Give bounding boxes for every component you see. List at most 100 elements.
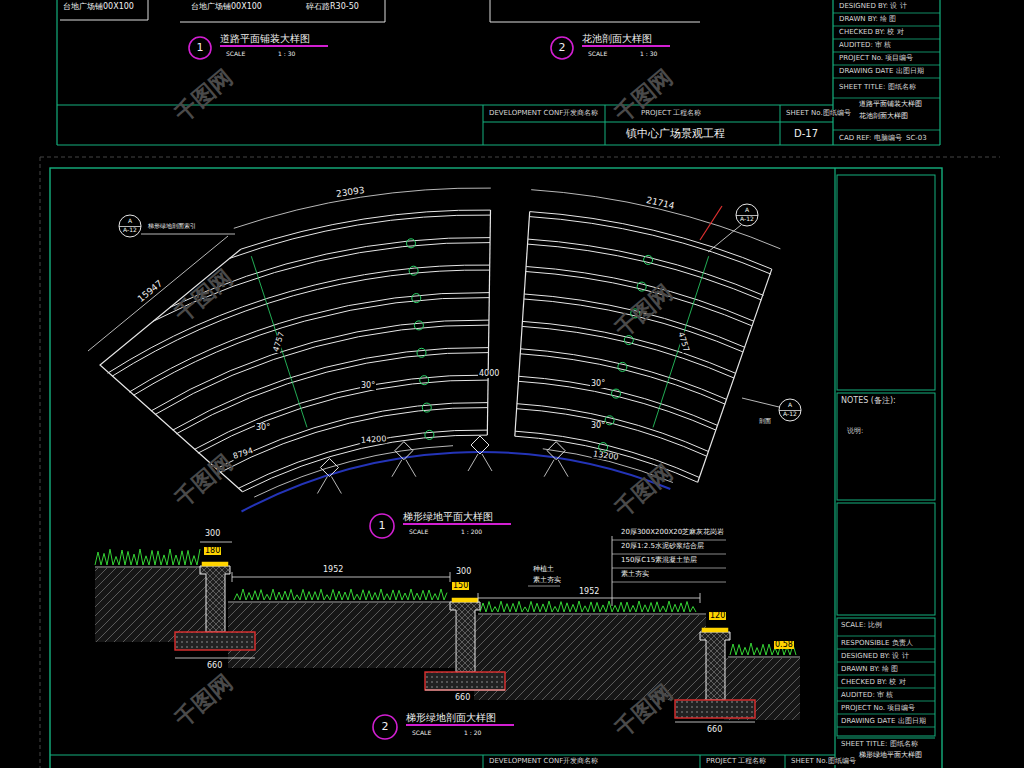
detail-title: 梯形绿地剖面大样图	[406, 713, 514, 726]
detail-number: 2	[372, 714, 398, 740]
leader-line	[612, 540, 726, 541]
title-block-text: DRAWING DATE 出图日期	[838, 68, 925, 75]
title-block-text: PROJECT 工程名称	[640, 110, 702, 117]
title-block-cell	[837, 618, 935, 736]
shrub-symbol	[612, 389, 621, 398]
watermark: 千图网	[611, 66, 677, 127]
scale-text: SCALE	[409, 529, 428, 535]
frame-line	[700, 755, 701, 768]
annotation-text: 30°	[255, 424, 271, 432]
title-block-text: DRAWN BY: 绘 图	[840, 666, 899, 673]
title-block-text: 说明:	[846, 428, 864, 435]
section-callout	[736, 204, 758, 226]
shrub-symbol	[644, 255, 653, 264]
frame-line	[837, 662, 935, 663]
annotation-text: 20厚1:2.5水泥砂浆结合层	[620, 543, 705, 550]
frame-line	[56, 0, 57, 145]
callout-text: A	[127, 218, 133, 224]
frame-line	[832, 0, 833, 145]
sheet-cut-line	[40, 157, 1000, 158]
frame-line	[785, 755, 786, 768]
curb-profile	[450, 602, 480, 672]
frame-line	[837, 727, 935, 728]
frame-line	[939, 0, 940, 145]
detail-title: 梯形绿地平面大样图	[403, 512, 511, 525]
scale-text: SCALE	[412, 730, 431, 736]
terrace-curb-arc	[195, 375, 489, 449]
watermark: 千图网	[611, 281, 677, 342]
frame-line	[605, 105, 606, 145]
callout-circle-outline	[189, 37, 211, 59]
concrete-footing	[175, 632, 255, 650]
dimension-line	[531, 190, 780, 249]
sheet-cut-line	[40, 157, 41, 768]
annotation-text: 4757	[272, 330, 287, 354]
leader-line	[612, 568, 726, 569]
annotation-text: 30°	[590, 422, 606, 430]
title-block-text: RESPONSIBLE 负责人	[840, 640, 914, 647]
dimension-line	[675, 722, 755, 723]
walkway-edge	[515, 212, 530, 437]
tree-leader	[406, 460, 416, 477]
annotation-text: 1952	[578, 588, 600, 596]
shrub-symbol	[425, 430, 434, 439]
annotation-text: 13200	[592, 450, 620, 462]
callout-text: A-12	[782, 411, 798, 417]
frame-line	[833, 78, 940, 79]
terrace-curb-arc	[108, 265, 490, 373]
detail-title: 道路平面铺装大样图	[220, 34, 328, 47]
frame-line	[837, 675, 935, 676]
frame-line	[57, 104, 833, 105]
dimension-line	[232, 577, 450, 578]
concrete-footing	[425, 672, 505, 690]
concrete-footing	[675, 700, 755, 718]
title-block-cell	[837, 175, 935, 390]
title-block-text: DEVELOPMENT CONF开发商名称	[488, 758, 599, 765]
annotation-text: 梯形绿地平面大样图	[858, 752, 923, 759]
title-block-text: DRAWN BY: 绘 图	[838, 16, 897, 23]
frame-line	[833, 52, 940, 53]
title-block-text: PROJECT No. 项目编号	[840, 705, 916, 712]
detail-outline	[180, 22, 385, 23]
watermark: 千图网	[171, 66, 237, 127]
stone-cap	[202, 562, 228, 566]
frame-line	[837, 688, 935, 689]
elevation-tag: 150	[452, 582, 469, 590]
annotation-text: 660	[706, 726, 723, 734]
title-block-text: SHEET No.图纸编号	[785, 110, 852, 117]
scale-text: SCALE	[588, 51, 607, 57]
terrace-curb-arc	[112, 270, 489, 376]
leader-line	[708, 225, 741, 252]
detail-title-callout: 2梯形绿地剖面大样图SCALE1 : 20	[372, 714, 398, 740]
terrace-curb-arc	[518, 381, 716, 430]
grass-symbol	[95, 549, 200, 565]
annotation-text: 14200	[360, 435, 388, 444]
leader-line	[612, 554, 726, 555]
fan-edge	[698, 269, 772, 482]
frame-line	[833, 98, 940, 99]
leader-line	[742, 398, 779, 407]
title-block-text: NOTES (备注):	[840, 397, 897, 405]
detail-title-callout: 2花池剖面大样图SCALE1 : 30	[550, 36, 574, 60]
terrace-curb-arc	[198, 380, 488, 453]
annotation-text: 花池剖面大样图	[858, 113, 909, 120]
annotation-text: 21714	[644, 196, 676, 212]
scale-text: 1 : 20	[464, 730, 481, 736]
grass-symbol	[234, 589, 447, 600]
title-block-text: SCALE: 比例	[840, 622, 883, 629]
elevation-tag: 120	[709, 612, 726, 620]
title-block-text: DESIGNED BY: 设 计	[840, 653, 910, 660]
terrace-curb-arc	[176, 353, 488, 434]
annotation-text: 道路平面铺装大样图	[858, 101, 923, 108]
terrace-curb-arc	[155, 325, 489, 415]
elevation-tag: 0.58	[774, 641, 794, 649]
annotation-text: 梯形绿地剖面索引	[147, 223, 197, 229]
title-block-cell	[837, 503, 935, 615]
frame-line	[57, 144, 940, 145]
callout-text: A	[787, 402, 793, 408]
detail-outline	[60, 20, 148, 21]
title-block-text: AUDITED: 审 核	[838, 42, 892, 49]
annotation-text: 种植土	[532, 566, 555, 573]
title-block-text: SHEET TITLE: 图纸名称	[840, 741, 919, 748]
detail-title-callout: 1梯形绿地平面大样图SCALE1 : 200	[369, 513, 395, 539]
